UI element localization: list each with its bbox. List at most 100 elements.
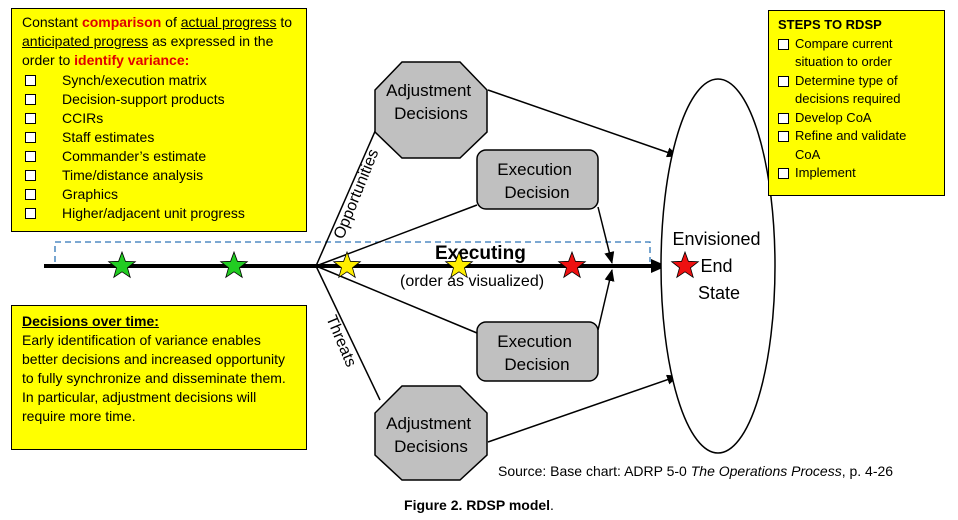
decisions-over-time-box: Decisions over time: Early identificatio… bbox=[11, 305, 307, 450]
decisions-over-time-body: Early identification of variance enables… bbox=[22, 332, 286, 424]
checklist-item: Commander’s estimate bbox=[22, 147, 296, 166]
execution-top-line-1: Execution bbox=[497, 160, 572, 179]
checkbox-icon bbox=[778, 168, 789, 179]
execution-bottom-line-1: Execution bbox=[497, 332, 572, 351]
checklist-item-label: Compare current situation to order bbox=[795, 35, 893, 70]
intro-segment: Constant bbox=[22, 14, 82, 30]
svg-text:Envisioned End State: Envisioned End State bbox=[672, 229, 765, 303]
checklist-item-label: Higher/adjacent unit progress bbox=[62, 205, 245, 221]
figure-caption-bold: Figure 2. RDSP model bbox=[404, 497, 551, 513]
checkbox-icon bbox=[778, 131, 789, 142]
intro-segment: comparison bbox=[81, 14, 162, 30]
star-icon-green-2 bbox=[219, 250, 249, 279]
opportunities-label: Opportunities bbox=[331, 147, 382, 242]
intro-segment: as expressed in the order to bbox=[22, 33, 274, 68]
checklist-item: Develop CoA bbox=[778, 109, 935, 128]
checklist-item: CCIRs bbox=[22, 109, 296, 128]
checklist-item-label: Graphics bbox=[62, 186, 119, 202]
end-state-ellipse bbox=[660, 78, 776, 454]
fan-line-exec-top bbox=[315, 204, 478, 267]
adjustment-bottom-line-2: Decisions bbox=[394, 437, 468, 456]
arrow-exec-bottom bbox=[597, 269, 615, 331]
fan-line-exec-bottom bbox=[315, 265, 478, 334]
checkbox-icon bbox=[778, 75, 789, 87]
source-title: The Operations Process bbox=[690, 463, 842, 479]
checklist-item-label: Staff estimates bbox=[62, 129, 155, 145]
figure-caption: Figure 2. RDSP model. bbox=[0, 497, 958, 513]
checkbox-icon bbox=[25, 170, 36, 181]
checkbox-icon bbox=[25, 151, 36, 162]
execution-bottom-line-2: Decision bbox=[504, 355, 569, 374]
star-icon-red-2 bbox=[670, 250, 700, 279]
checklist-item-label: CCIRs bbox=[62, 110, 104, 126]
checklist-item: Decision-support products bbox=[22, 90, 296, 109]
checklist-item: Compare current situation to order bbox=[778, 35, 935, 72]
adjustment-decisions-top-octagon bbox=[374, 61, 488, 159]
variance-checklist-box: Constant comparison of actual progress t… bbox=[11, 8, 307, 232]
intro-segment: anticipated progress bbox=[22, 33, 149, 49]
star-icon-yellow-2 bbox=[444, 250, 474, 279]
adjustment-top-line-1: Adjustment bbox=[386, 81, 471, 100]
checkbox-icon bbox=[778, 38, 789, 50]
steps-to-rdsp-title: STEPS TO RDSP bbox=[778, 17, 882, 32]
variance-intro: Constant comparison of actual progress t… bbox=[22, 13, 296, 70]
checklist-item-label: Decision-support products bbox=[62, 91, 225, 107]
checklist-item-label: Determine type of decisions required bbox=[795, 72, 901, 107]
steps-to-rdsp-box: STEPS TO RDSP Compare current situation … bbox=[768, 10, 945, 196]
checklist-item-label: Commander’s estimate bbox=[62, 148, 207, 164]
source-prefix: Source: Base chart: ADRP 5-0 bbox=[498, 463, 691, 479]
checklist-item-label: Refine and validate CoA bbox=[795, 128, 907, 162]
fan-line-threats bbox=[315, 265, 381, 401]
adjustment-decisions-bottom-octagon bbox=[374, 385, 488, 481]
end-state-line-1: Envisioned bbox=[672, 229, 760, 249]
checklist-item: Synch/execution matrix bbox=[22, 71, 296, 90]
decisions-over-time-title: Decisions over time: bbox=[22, 313, 159, 329]
checklist-item: Graphics bbox=[22, 185, 296, 204]
checklist-item-label: Implement bbox=[795, 165, 856, 180]
svg-text:Execution Decision: Execution Decision bbox=[497, 160, 576, 202]
checkbox-icon bbox=[25, 113, 36, 124]
arrow-adjustment-bottom bbox=[487, 374, 679, 443]
intro-segment: of bbox=[161, 14, 181, 30]
checkbox-icon bbox=[25, 208, 36, 219]
adjustment-top-line-2: Decisions bbox=[394, 104, 468, 123]
star-icon-yellow-1 bbox=[332, 250, 362, 279]
order-visualized-label: (order as visualized) bbox=[400, 273, 544, 290]
intro-segment: actual progress bbox=[180, 14, 277, 30]
svg-text:Execution Decision: Execution Decision bbox=[497, 332, 576, 374]
checklist-item-label: Synch/execution matrix bbox=[62, 72, 207, 88]
checklist-item: Implement bbox=[778, 164, 935, 183]
intro-segment: identify variance: bbox=[74, 52, 190, 68]
fan-line-opportunities bbox=[315, 119, 381, 267]
checklist-item: Staff estimates bbox=[22, 128, 296, 147]
execution-decision-top-box bbox=[476, 149, 599, 210]
execution-decision-bottom-box bbox=[476, 321, 599, 382]
end-state-line-3: State bbox=[698, 283, 740, 303]
checkbox-icon bbox=[778, 112, 789, 124]
source-note: Source: Base chart: ADRP 5-0 The Operati… bbox=[498, 463, 893, 479]
checkbox-icon bbox=[25, 94, 36, 105]
adjustment-bottom-line-1: Adjustment bbox=[386, 414, 471, 433]
star-icon-green-1 bbox=[107, 250, 137, 279]
star-icon-red-1 bbox=[557, 250, 587, 279]
checklist-item: Higher/adjacent unit progress bbox=[22, 204, 296, 223]
checkbox-icon bbox=[25, 189, 36, 200]
figure-caption-period: . bbox=[550, 497, 554, 513]
arrow-adjustment-top bbox=[487, 89, 679, 158]
checklist-item: Time/distance analysis bbox=[22, 166, 296, 185]
checkbox-icon bbox=[25, 75, 36, 86]
dashed-bracket bbox=[54, 241, 651, 262]
executing-label: Executing bbox=[435, 243, 526, 264]
svg-text:Adjustment Decisions: Adjustment Decisions bbox=[386, 414, 476, 456]
checklist-item: Determine type of decisions required bbox=[778, 72, 935, 109]
execution-top-line-2: Decision bbox=[504, 183, 569, 202]
source-suffix: , p. 4-26 bbox=[841, 463, 894, 479]
checklist-item-label: Develop CoA bbox=[795, 109, 872, 125]
checklist-item: Refine and validate CoA bbox=[778, 127, 935, 164]
checklist-item-label: Time/distance analysis bbox=[62, 167, 204, 183]
end-state-line-2: End bbox=[700, 256, 732, 276]
checkbox-icon bbox=[25, 132, 36, 143]
